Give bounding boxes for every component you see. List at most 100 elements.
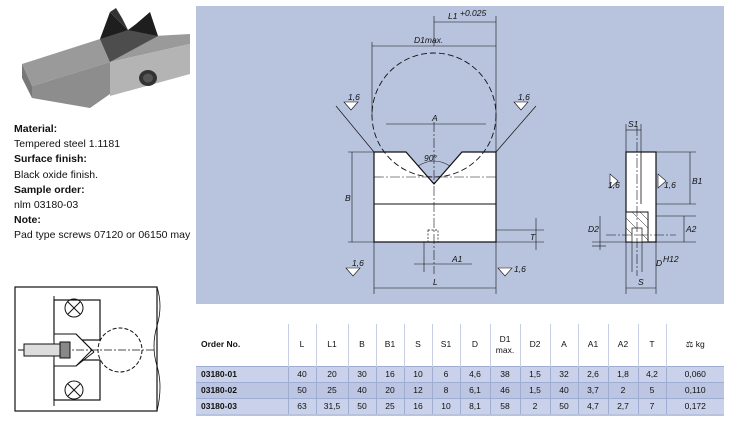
table-cell: 20: [376, 381, 405, 398]
table-cell: 50: [550, 397, 579, 414]
header-S1: S1: [432, 324, 461, 366]
table-row: 03180-01 40 20 30 16 10 6 4,6 38 1,5 32 …: [196, 365, 724, 382]
header-A: A: [550, 324, 579, 366]
table-cell: 16: [376, 365, 405, 382]
dim-B1: B1: [692, 176, 703, 186]
table-cell: 20: [316, 365, 349, 382]
table-cell: 63: [288, 397, 317, 414]
dim-S1: S1: [628, 119, 639, 129]
table-cell: 40: [550, 381, 579, 398]
dim-D: D: [656, 258, 662, 268]
table-cell: 32: [550, 365, 579, 382]
dim-D-tolerance: H12: [663, 254, 679, 264]
table-cell: 40: [288, 365, 317, 382]
product-photo: [10, 4, 200, 116]
table-cell: 2,7: [608, 397, 639, 414]
dim-T: T: [530, 232, 536, 242]
dim-angle: 90°: [424, 153, 437, 163]
table-cell: 1,5: [520, 381, 551, 398]
technical-drawing: L1 +0.025 D1max. A 90° B T A1 L 1,6: [196, 6, 724, 304]
header-D2: D2: [520, 324, 551, 366]
table-cell: 8: [432, 381, 461, 398]
spec-surface-value: Black oxide finish.: [14, 168, 99, 181]
table-cell: 38: [490, 365, 521, 382]
table-cell: 3,7: [578, 381, 609, 398]
table-header-row: Order No. L L1 B B1 S S1 D D1 max. D2 A …: [196, 324, 724, 366]
dim-L: L: [433, 277, 438, 287]
table-cell: 16: [404, 397, 433, 414]
spec-sample-label: Sample order:: [14, 183, 85, 196]
spec-note-value: Pad type screws 07120 or 06150 may: [14, 229, 191, 242]
header-D: D: [460, 324, 491, 366]
header-B1: B1: [376, 324, 405, 366]
header-L: L: [288, 324, 317, 366]
dimension-table-wrap: Order No. L L1 B B1 S S1 D D1 max. D2 A …: [196, 324, 724, 416]
header-T: T: [638, 324, 667, 366]
table-cell: 2,6: [578, 365, 609, 382]
header-D1: D1 max.: [490, 324, 521, 366]
spec-note-label: Note:: [14, 214, 41, 227]
dim-B: B: [345, 193, 351, 203]
header-weight: ⚖ kg: [666, 324, 724, 366]
table-cell: 12: [404, 381, 433, 398]
table-cell: 1,8: [608, 365, 639, 382]
spec-surface-label: Surface finish:: [14, 153, 87, 166]
table-cell: 4,7: [578, 397, 609, 414]
dim-A2: A2: [685, 224, 697, 234]
dim-A1: A1: [451, 254, 463, 264]
header-order-no: Order No.: [196, 324, 289, 366]
table-cell: 10: [404, 365, 433, 382]
surface-mark-side-left: 1,6: [608, 180, 620, 190]
dim-D1max: D1max.: [414, 35, 443, 45]
cell-order-no: 03180-02: [196, 381, 289, 398]
dim-A: A: [431, 113, 438, 123]
table-cell: 58: [490, 397, 521, 414]
table-cell: 6: [432, 365, 461, 382]
table-cell: 8,1: [460, 397, 491, 414]
table-cell: 10: [432, 397, 461, 414]
dim-L1-tolerance: +0.025: [460, 8, 487, 18]
surface-mark-right-top: 1,6: [518, 92, 530, 102]
table-cell: 4,6: [460, 365, 491, 382]
weight-icon: ⚖: [685, 339, 694, 350]
surface-mark-bottom-left: 1,6: [352, 258, 364, 268]
header-A2: A2: [608, 324, 639, 366]
spec-sample-value: nlm 03180-03: [14, 199, 79, 212]
header-A1: A1: [578, 324, 609, 366]
table-cell: 50: [348, 397, 377, 414]
surface-mark-side-right: 1,6: [664, 180, 676, 190]
table-cell: 5: [638, 381, 667, 398]
table-cell: 6,1: [460, 381, 491, 398]
header-L1: L1: [316, 324, 349, 366]
spec-list: Material: Tempered steel 1.1181 Surface …: [14, 122, 204, 244]
table-cell: 50: [288, 381, 317, 398]
table-cell: 31,5: [316, 397, 349, 414]
dim-S: S: [638, 277, 644, 287]
table-cell: 2: [608, 381, 639, 398]
dimension-table: Order No. L L1 B B1 S S1 D D1 max. D2 A …: [196, 324, 724, 414]
header-S: S: [404, 324, 433, 366]
header-D1-label: D1: [499, 333, 511, 344]
header-weight-label: kg: [695, 339, 705, 350]
table-cell: 25: [316, 381, 349, 398]
table-cell: 7: [638, 397, 667, 414]
header-B: B: [348, 324, 377, 366]
table-cell: 4,2: [638, 365, 667, 382]
surface-mark-left-top: 1,6: [348, 92, 360, 102]
dim-D2: D2: [588, 224, 599, 234]
table-cell: 30: [348, 365, 377, 382]
table-row: 03180-02 50 25 40 20 12 8 6,1 46 1,5 40 …: [196, 381, 724, 398]
spec-material-value: Tempered steel 1.1181: [14, 138, 121, 151]
table-row: 03180-03 63 31,5 50 25 16 10 8,1 58 2 50…: [196, 397, 724, 414]
table-cell: 40: [348, 381, 377, 398]
cell-order-no: 03180-03: [196, 397, 289, 414]
table-cell: 0,110: [666, 381, 724, 398]
header-D1-sub: max.: [495, 344, 515, 355]
table-cell: 2: [520, 397, 551, 414]
surface-mark-bottom-right: 1,6: [514, 264, 526, 274]
table-cell: 0,060: [666, 365, 724, 382]
table-cell: 0,172: [666, 397, 724, 414]
spec-material-label: Material:: [14, 123, 58, 135]
cell-order-no: 03180-01: [196, 365, 289, 382]
application-sketch: [14, 286, 166, 414]
